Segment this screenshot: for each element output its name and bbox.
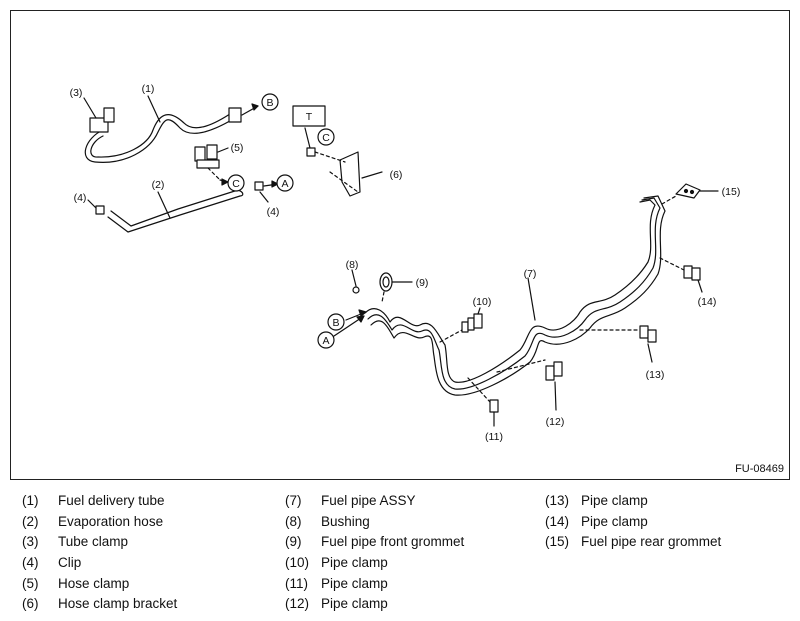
fuel-line-diagram: B A C C B A T (1) (2) (3) (4) (4) (5) (6…: [70, 83, 741, 443]
pipe-clamp-10: [439, 307, 483, 343]
legend-item-number: (2): [22, 513, 39, 529]
legend-item-number: (3): [22, 534, 39, 550]
pipe-clamp-14: [659, 257, 703, 293]
legend-item-number: (11): [285, 575, 309, 591]
callout-6: (6): [390, 169, 403, 181]
tube-clamp: [83, 97, 115, 133]
legend-item-label: Evaporation hose: [58, 513, 164, 529]
legend-column-2: (7) Fuel pipe ASSY (8) Bushing (9) Fuel pipe …: [285, 491, 464, 615]
legend-item-number: (4): [22, 555, 39, 571]
legend-item-number: (10): [285, 555, 310, 571]
legend-item: (9) Fuel pipe front grommet: [285, 532, 464, 553]
legend-item-number: (6): [22, 596, 39, 612]
legend-item-label: Hose clamp bracket: [58, 596, 178, 612]
marker-a-top: A: [281, 178, 288, 190]
callout-2: (2): [152, 179, 165, 191]
legend-item: (14) Pipe clamp: [545, 512, 721, 533]
callout-7: (7): [524, 268, 537, 280]
pipe-clamp-11: [467, 377, 499, 427]
legend-item: (5) Hose clamp: [22, 574, 177, 595]
fuel-pipe-front-grommet: [379, 272, 413, 303]
callout-4-left: (4): [74, 192, 87, 204]
evaporation-hose: [107, 189, 244, 233]
callout-14: (14): [698, 296, 717, 308]
legend-item: (3) Tube clamp: [22, 532, 177, 553]
legend-item: (12) Pipe clamp: [285, 594, 464, 615]
callout-12: (12): [546, 416, 565, 428]
callout-11: (11): [485, 431, 503, 443]
callout-3: (3): [70, 87, 83, 99]
bushing: [351, 269, 360, 294]
fuel-pipe-rear-grommet: [661, 183, 719, 205]
legend-item-number: (9): [285, 534, 302, 550]
legend-item-label: Tube clamp: [58, 534, 129, 550]
marker-c-bracket: C: [322, 132, 330, 144]
callout-10: (10): [473, 296, 492, 308]
legend-item-label: Pipe clamp: [321, 596, 388, 612]
callout-1: (1): [142, 83, 155, 95]
pipe-clamp-13: [579, 325, 657, 363]
legend-item: (15) Fuel pipe rear grommet: [545, 532, 721, 553]
callout-8: (8): [346, 259, 359, 271]
legend-item: (7) Fuel pipe ASSY: [285, 491, 464, 512]
legend-item-number: (14): [545, 513, 570, 529]
marker-c-middle: C: [232, 178, 240, 190]
legend-item: (11) Pipe clamp: [285, 574, 464, 595]
legend-item: (8) Bushing: [285, 512, 464, 533]
legend-item-number: (8): [285, 513, 302, 529]
legend-item-number: (13): [545, 493, 570, 508]
callout-13: (13): [646, 369, 665, 381]
pipe-clamp-12: [496, 359, 563, 411]
legend-item-number: (5): [22, 575, 39, 591]
fuel-delivery-tube: [84, 103, 259, 163]
callout-15: (15): [722, 186, 741, 198]
legend-item: (13) Pipe clamp: [545, 491, 721, 512]
hose-clamp: [194, 144, 229, 181]
legend-item-label: Fuel pipe ASSY: [321, 493, 416, 508]
legend-item-label: Hose clamp: [58, 575, 130, 591]
legend-column-3: (13) Pipe clamp (14) Pipe clamp (15) Fuel pip…: [545, 491, 721, 553]
legend-item-label: Pipe clamp: [321, 575, 388, 591]
callout-4-right: (4): [267, 206, 280, 218]
legend-item-label: Fuel pipe rear grommet: [581, 534, 722, 550]
legend-item-label: Fuel pipe front grommet: [321, 534, 465, 550]
legend-item: (1) Fuel delivery tube: [22, 491, 177, 512]
marker-a-bottom: A: [322, 335, 329, 347]
figure-id: FU-08469: [735, 463, 784, 475]
legend-item-label: Fuel delivery tube: [58, 493, 165, 508]
legend-item-number: (15): [545, 534, 570, 550]
legend-item: (2) Evaporation hose: [22, 512, 177, 533]
clip-right: [254, 180, 279, 203]
fuel-pipe-assy: [364, 195, 666, 396]
callout-9: (9): [416, 277, 429, 289]
legend-item: (4) Clip: [22, 553, 177, 574]
legend-column-1: (1) Fuel delivery tube (2) Evaporation hose…: [22, 491, 177, 615]
legend-item-label: Bushing: [321, 513, 370, 529]
legend-item-number: (1): [22, 493, 39, 508]
legend-item-label: Pipe clamp: [321, 555, 388, 571]
hose-clamp-bracket: [304, 127, 383, 197]
clip-left: [87, 199, 105, 215]
legend-item: (6) Hose clamp bracket: [22, 594, 177, 615]
legend-item: (10) Pipe clamp: [285, 553, 464, 574]
torque-marker: T: [306, 111, 313, 123]
legend-item-label: Pipe clamp: [581, 493, 648, 508]
callout-5: (5): [231, 142, 244, 154]
legend-item-label: Pipe clamp: [581, 513, 648, 529]
marker-b-bottom: B: [332, 317, 339, 329]
legend-item-number: (12): [285, 596, 310, 612]
legend-item-label: Clip: [58, 555, 82, 571]
legend-item-number: (7): [285, 493, 302, 508]
marker-b-top: B: [266, 97, 273, 109]
diagram-frame: [10, 10, 790, 480]
